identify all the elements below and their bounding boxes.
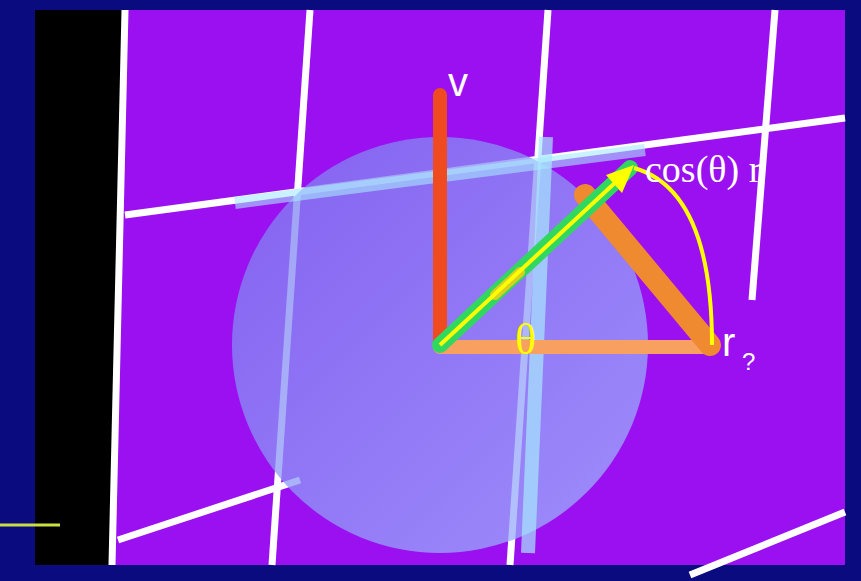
accent-line: [0, 524, 60, 527]
shadow-region: [35, 10, 125, 565]
angle-label: θ: [515, 318, 536, 362]
r-vector: [440, 340, 710, 354]
v-vector: [433, 95, 447, 345]
projection-label: cos(θ) r: [645, 150, 761, 188]
arrowhead: [606, 165, 634, 193]
subscript-label: ?: [742, 350, 755, 374]
angle-arc: [634, 168, 712, 345]
grid-lines: [112, 10, 845, 575]
vector-label: v: [448, 62, 468, 102]
plane: [35, 10, 845, 565]
vector-label: r: [722, 322, 735, 362]
